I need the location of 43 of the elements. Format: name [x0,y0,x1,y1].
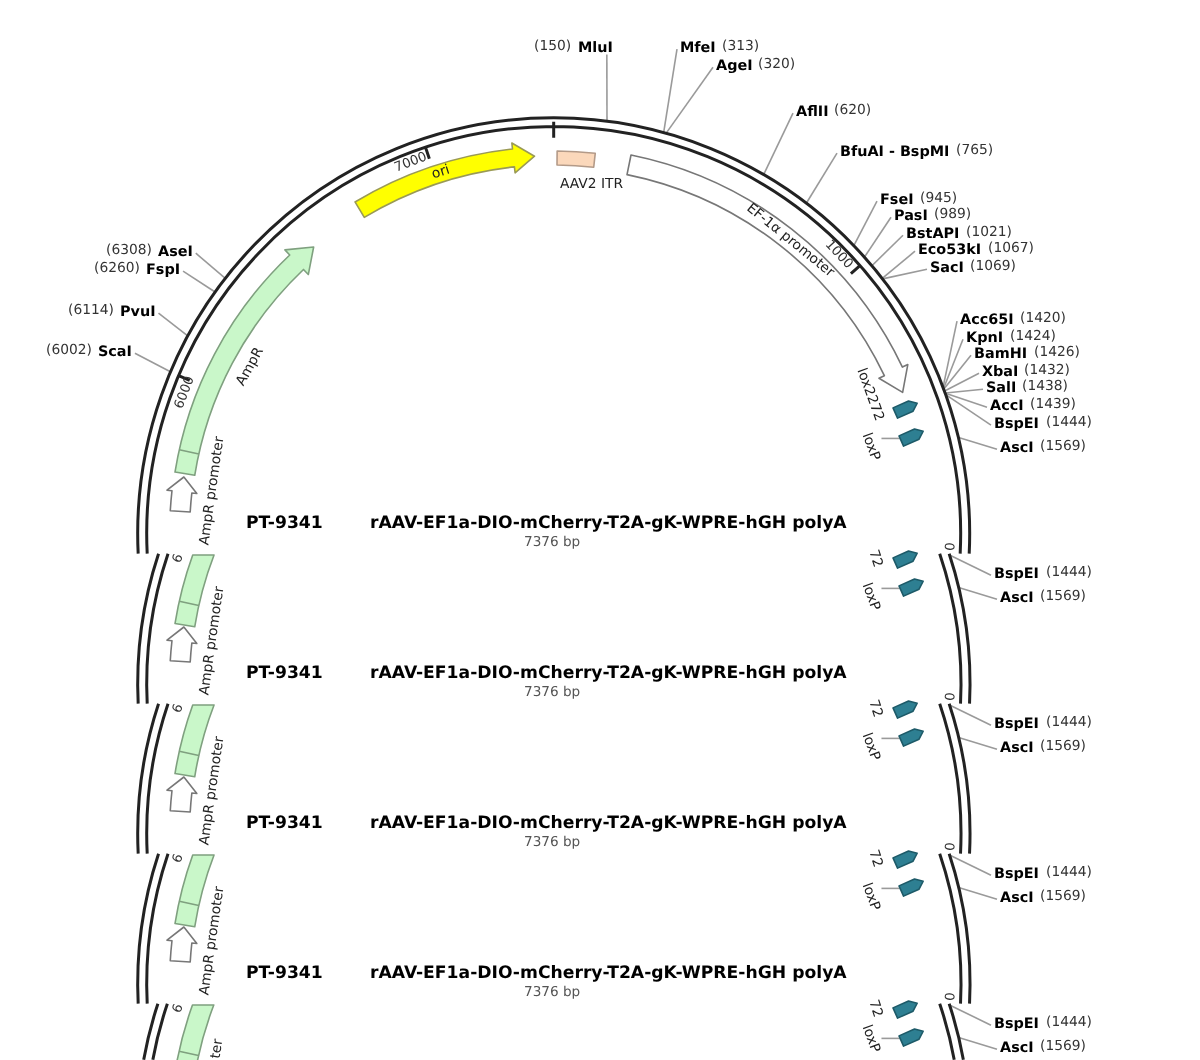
leader-line [942,320,958,388]
plasmid-name: rAAV-EF1a-DIO-mCherry-T2A-gK-WPRE-hGH polyA [370,815,847,833]
leader-line [957,886,998,900]
plasmid-name: rAAV-EF1a-DIO-mCherry-T2A-gK-WPRE-hGH polyA [370,965,847,983]
plasmid-id: PT-9341 [246,665,323,683]
leader-line [157,312,189,337]
plasmid-id: PT-9341 [246,815,323,833]
leader-line [662,48,678,134]
leader-line [881,250,916,280]
leader-line [880,437,901,440]
leader-line [943,372,980,392]
leader-line [863,216,892,258]
leader-line [945,394,992,426]
leader-line [880,587,901,590]
leader-line [943,354,972,390]
leader-line [182,270,217,294]
leader-line [762,112,794,176]
leader-line [944,392,988,408]
leader-line [871,234,904,267]
leader-line [957,1036,998,1050]
leader-line [880,737,901,740]
leader-line [805,152,838,205]
leader-line [957,436,998,450]
leader-line [195,252,227,280]
leader-line [853,200,878,247]
leader-line [134,352,172,373]
leader-line [948,854,992,876]
plasmid-id: PT-9341 [246,965,323,983]
leader-line [880,887,901,890]
leader-line [606,53,608,123]
leader-line [948,704,992,726]
plasmid-name: rAAV-EF1a-DIO-mCherry-T2A-gK-WPRE-hGH polyA [370,515,847,533]
leader-line [944,388,984,394]
leader-line [957,736,998,750]
leader-line [942,338,964,390]
leader-line [665,66,714,135]
plasmid-id: PT-9341 [246,515,323,533]
leader-line [880,1037,901,1040]
leader-line [881,268,928,280]
leader-line [948,1004,992,1026]
leader-line [948,554,992,576]
leader-line [957,586,998,600]
plasmid-name: rAAV-EF1a-DIO-mCherry-T2A-gK-WPRE-hGH polyA [370,665,847,683]
